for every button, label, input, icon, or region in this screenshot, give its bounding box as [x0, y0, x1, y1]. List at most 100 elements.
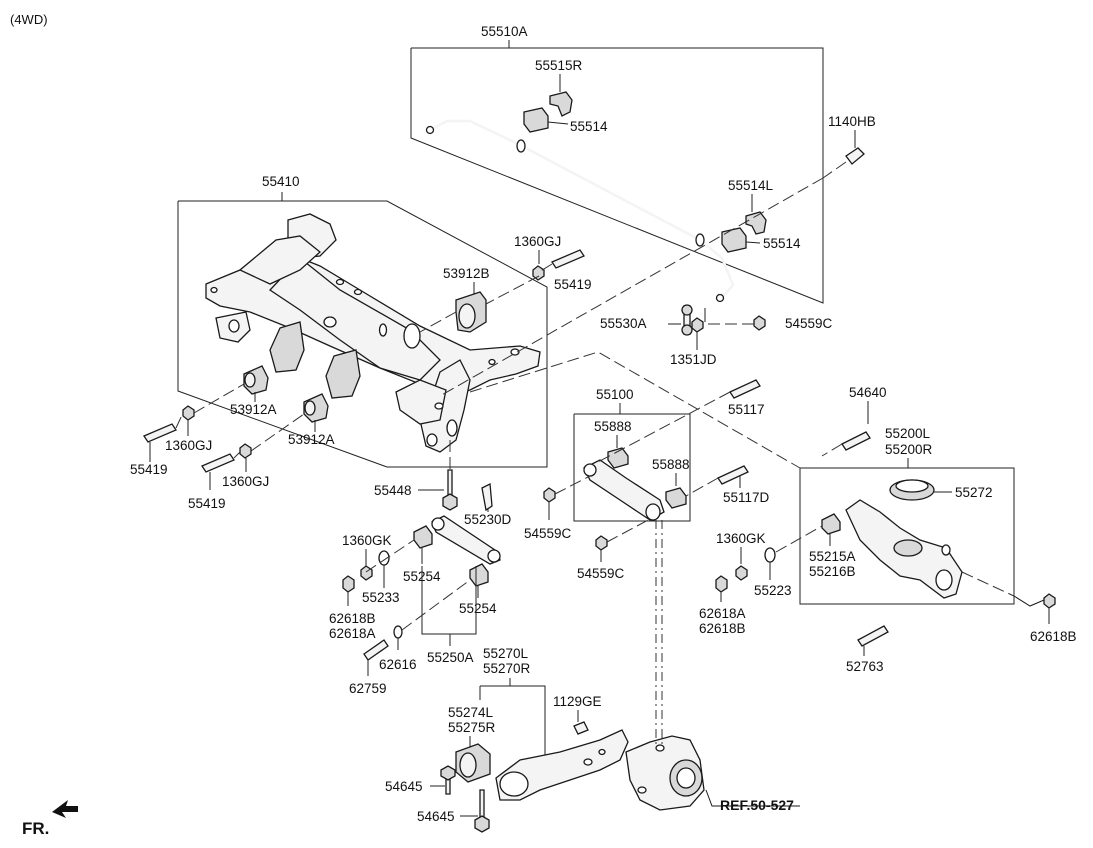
bracket-55250A — [421, 566, 477, 635]
label-53912A-b: 53912A — [288, 432, 335, 447]
trailing-arm-55270 — [495, 729, 629, 801]
label-62616: 62616 — [379, 657, 417, 672]
label-1360GJ-top: 1360GJ — [514, 234, 561, 249]
stabilizer-link-group: 55530A 1351JD 54559C — [600, 304, 833, 367]
bushing-55215A — [821, 513, 841, 535]
label-53912B: 53912B — [443, 266, 490, 281]
label-55233: 55233 — [362, 590, 400, 605]
label-62618A-right: 62618A — [699, 606, 746, 621]
bushing-55254-b — [469, 563, 489, 587]
label-55270L: 55270L — [483, 646, 529, 661]
bolt-52763 — [857, 625, 889, 647]
label-62618B-right: 62618B — [699, 621, 746, 636]
bushing-55888-a — [607, 447, 629, 469]
bracket-55270 — [480, 685, 546, 766]
bolt-54640 — [841, 431, 871, 451]
front-indicator: FR. — [22, 800, 78, 838]
bolt-55230D — [481, 482, 493, 512]
label-1360GJ-left: 1360GJ — [165, 438, 212, 453]
label-54640: 54640 — [849, 385, 887, 400]
group-box-55410 — [177, 200, 548, 468]
label-55230D: 55230D — [464, 512, 512, 527]
label-55514-right: 55514 — [570, 119, 608, 134]
nut-1360GJ-left — [182, 405, 195, 421]
bracket-55514L — [745, 211, 767, 235]
label-1129GE: 1129GE — [553, 694, 602, 709]
bolt-55448 — [447, 469, 453, 497]
assist-link-group: 55448 55230D 1360GK 55233 55254 55254 55… — [329, 469, 512, 696]
nut-1360GJ-top — [532, 265, 545, 281]
label-54559C-lower: 54559C — [577, 566, 625, 581]
label-55250A: 55250A — [427, 650, 474, 665]
bolt-55117 — [729, 379, 761, 399]
label-55515R: 55515R — [535, 58, 583, 73]
label-54645-b: 54645 — [417, 809, 455, 824]
label-55888-a: 55888 — [594, 419, 632, 434]
group-box-55200 — [799, 467, 1015, 605]
upper-arm-55100 — [583, 459, 665, 521]
label-62618B-left: 62618B — [329, 611, 376, 626]
label-55272: 55272 — [955, 485, 993, 500]
label-1360GK-right: 1360GK — [716, 531, 766, 546]
connection-lines — [175, 177, 1045, 746]
assist-link-55250A — [431, 515, 501, 565]
nut-62618B-far — [1043, 593, 1056, 609]
label-53912A-a: 53912A — [230, 402, 277, 417]
label-55117D: 55117D — [723, 490, 770, 505]
crossmember-group: 55410 1360GJ — [130, 174, 592, 511]
label-55514L: 55514L — [728, 178, 774, 193]
bolt-1129GE — [573, 721, 589, 735]
front-arrow-icon — [52, 800, 78, 818]
group-box-55100 — [573, 413, 691, 522]
bolt-55117D — [717, 465, 749, 485]
label-55275R: 55275R — [448, 720, 496, 735]
nut-54559C-top — [753, 315, 766, 331]
nut-62618B-left — [342, 575, 355, 593]
label-55419-mid: 55419 — [188, 496, 226, 511]
bolt-55419-mid — [201, 453, 235, 473]
label-54559C-top: 54559C — [785, 316, 833, 331]
bolt-55419-left — [143, 423, 177, 443]
knuckle-hub: REF.50-527 — [625, 735, 800, 813]
label-52763: 52763 — [846, 659, 884, 674]
label-1360GJ-mid: 1360GJ — [222, 474, 269, 489]
label-1360GK-left: 1360GK — [342, 533, 392, 548]
nut-54559C-lower — [595, 535, 608, 551]
label-55216B: 55216B — [809, 564, 856, 579]
label-55419-top: 55419 — [554, 277, 592, 292]
label-55100: 55100 — [596, 387, 634, 402]
nut-1360GK-left — [360, 565, 373, 581]
label-55448: 55448 — [374, 483, 412, 498]
stabilizer-bar-group: 55510A 55515R 55514 1140HB 55514L 55514 — [410, 24, 876, 304]
bolt-1140HB — [845, 147, 865, 165]
bolt-55419-top — [551, 249, 585, 269]
label-1140HB: 1140HB — [828, 114, 876, 129]
label-55419-left: 55419 — [130, 462, 168, 477]
label-1351JD: 1351JD — [670, 352, 717, 367]
group-box-55510A — [410, 47, 824, 304]
variant-label: (4WD) — [10, 12, 48, 27]
label-62618A-left: 62618A — [329, 626, 376, 641]
bushing-55254-a — [413, 525, 433, 549]
label-55200R: 55200R — [885, 442, 933, 457]
label-55530A: 55530A — [600, 316, 647, 331]
bracket-55515R — [549, 91, 573, 117]
upper-arm-group: 55100 55888 55888 55117 55117D 54559C 54… — [524, 379, 770, 581]
washer-55223 — [764, 547, 776, 563]
label-55223: 55223 — [754, 583, 792, 598]
nut-54559C-upper — [543, 487, 556, 503]
label-55410: 55410 — [262, 174, 300, 189]
bolt-62759 — [363, 639, 389, 661]
nut-1360GK-right — [735, 565, 748, 581]
nut-1360GJ-mid — [239, 443, 252, 459]
label-62759: 62759 — [349, 681, 387, 696]
label-54559C-upper: 54559C — [524, 526, 572, 541]
ref-label-50-527[interactable]: REF.50-527 — [720, 797, 794, 813]
label-55117: 55117 — [728, 402, 765, 417]
label-55254-b: 55254 — [459, 601, 497, 616]
label-55215A: 55215A — [809, 549, 856, 564]
label-54645-a: 54645 — [385, 779, 423, 794]
label-55514-left: 55514 — [763, 236, 801, 251]
washer-62616 — [393, 625, 403, 639]
